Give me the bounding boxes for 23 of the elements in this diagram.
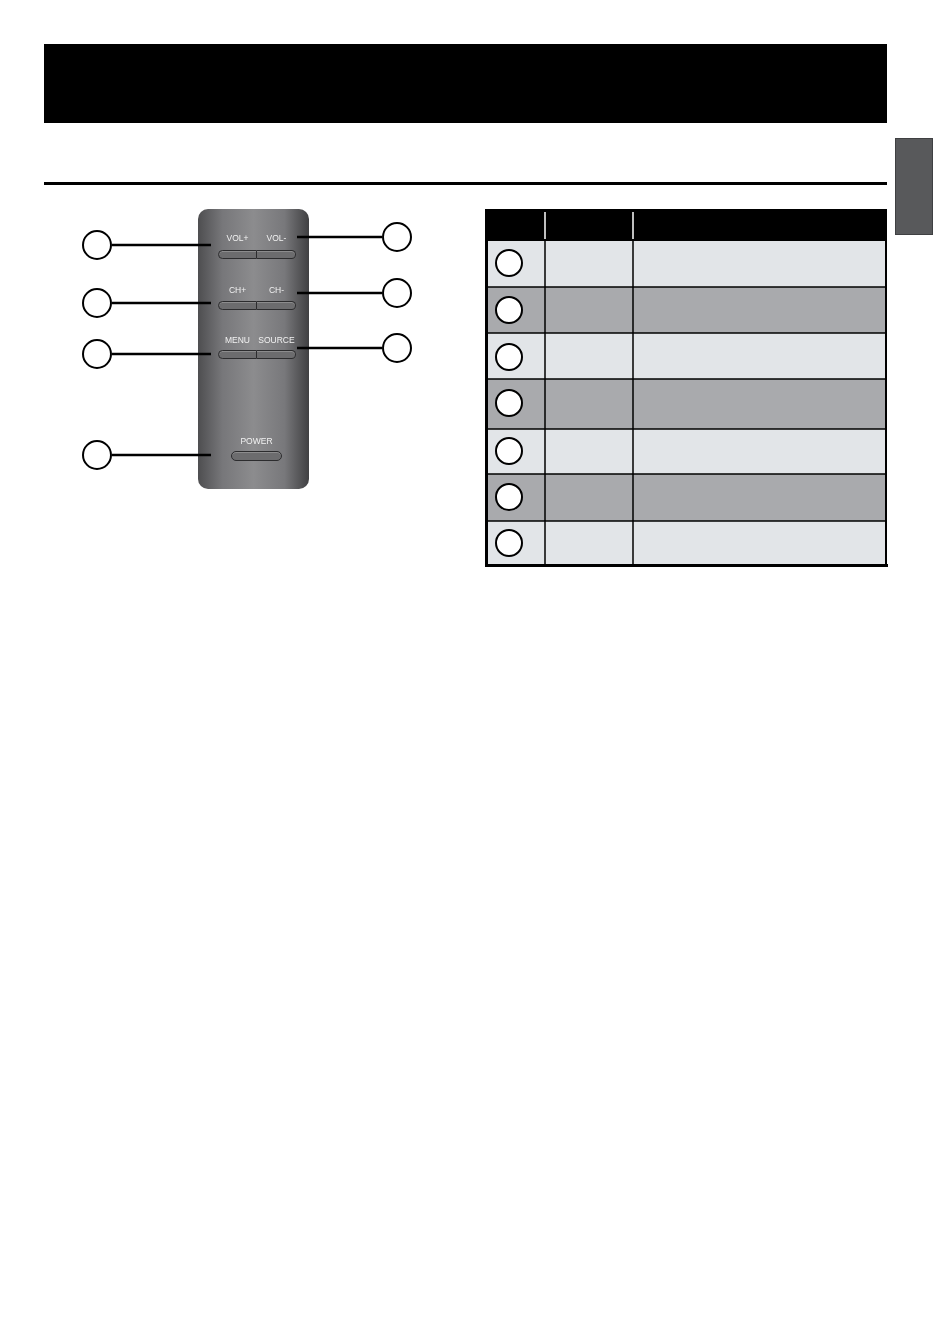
leader-line [297, 235, 382, 239]
button-label: VOL- [266, 233, 287, 244]
leader-line [112, 243, 211, 247]
leader-line [112, 301, 211, 305]
button-label: SOURCE [258, 334, 295, 346]
callout-circle [82, 288, 112, 318]
callout-circle [382, 222, 412, 252]
callout-circle [82, 440, 112, 470]
button-label: VOL+ [226, 233, 249, 244]
button-label: MENU [225, 334, 250, 346]
side-tab [895, 138, 933, 235]
callout-circle [382, 278, 412, 308]
callout-circle [82, 339, 112, 369]
button-label: POWER [240, 435, 273, 447]
button-label: CH+ [228, 285, 247, 296]
leader-line [297, 346, 382, 350]
leader-line [297, 291, 382, 295]
leader-line [112, 453, 211, 457]
callout-circle [82, 230, 112, 260]
control-panel [198, 209, 309, 489]
button-label: CH- [268, 285, 285, 296]
leader-line [112, 352, 211, 356]
callout-circle [382, 333, 412, 363]
